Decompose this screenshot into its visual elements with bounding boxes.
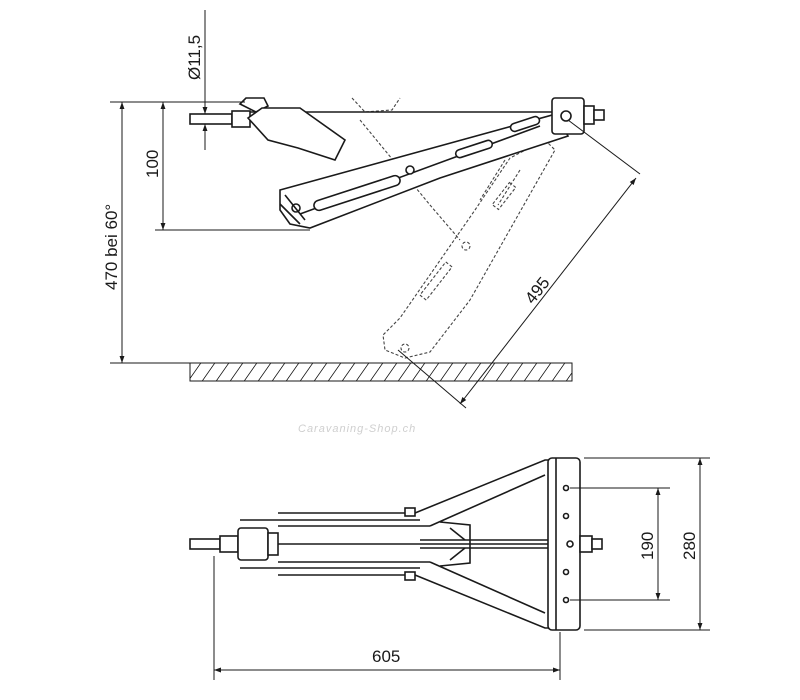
side-view: Ø11,5 100 470 bei 60° 495 — [102, 10, 641, 409]
dim-hole-spacing-label: 190 — [638, 532, 657, 560]
top-view: 190 280 605 — [189, 457, 710, 680]
upper-lever — [246, 107, 347, 161]
dim-total-length-label: 605 — [372, 647, 400, 666]
dim-hole-spacing: 190 — [570, 487, 670, 601]
mount-bracket — [551, 97, 605, 135]
dim-base-width: 280 — [584, 457, 710, 631]
dim-height-offset: 100 — [143, 101, 310, 231]
dim-arm-length-label: 495 — [521, 273, 553, 307]
dim-diameter-label: Ø11,5 — [185, 35, 204, 80]
dim-height-offset-label: 100 — [143, 150, 162, 178]
dim-total-length: 605 — [213, 556, 561, 680]
dim-total-height: 470 bei 60° — [102, 101, 190, 364]
dim-diameter: Ø11,5 — [185, 10, 208, 150]
ground-hatch — [189, 362, 573, 382]
watermark: Caravaning-Shop.ch — [298, 423, 416, 435]
dim-total-height-label: 470 bei 60° — [102, 204, 121, 290]
dim-base-width-label: 280 — [680, 532, 699, 560]
